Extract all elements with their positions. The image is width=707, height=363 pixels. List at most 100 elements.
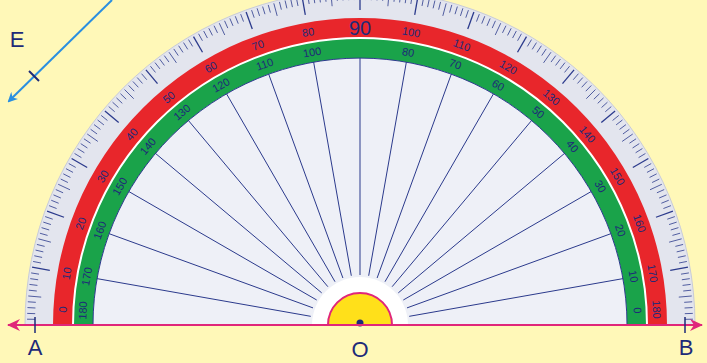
tick-mark xyxy=(331,0,332,6)
tick-mark xyxy=(319,0,321,2)
tick-mark xyxy=(53,195,60,198)
baseline-right xyxy=(680,324,702,326)
tick-mark xyxy=(422,0,424,6)
tick-mark xyxy=(137,78,142,84)
tick-mark xyxy=(466,10,469,18)
tick-mark xyxy=(508,28,512,35)
point-label: B xyxy=(679,337,694,359)
green-scale-band xyxy=(73,38,647,325)
inner-face xyxy=(93,58,627,325)
tick-mark xyxy=(325,0,327,2)
tick-mark xyxy=(663,206,670,209)
scale-number: 180 xyxy=(77,301,89,320)
degree-ticks xyxy=(27,0,693,325)
tick-mark xyxy=(56,190,63,193)
tick-mark xyxy=(428,0,430,7)
tick-mark xyxy=(164,56,169,62)
tick-mark xyxy=(40,233,48,235)
tick-mark xyxy=(455,7,457,15)
tick-mark xyxy=(518,34,522,41)
tick-mark xyxy=(179,46,183,53)
tick-mark xyxy=(47,211,64,217)
tick-mark xyxy=(263,7,265,15)
tick-mark xyxy=(354,0,355,1)
tick-mark xyxy=(620,125,626,130)
tick-mark xyxy=(639,153,646,157)
tick-mark xyxy=(602,102,608,107)
tick-mark xyxy=(174,49,178,56)
tick-mark xyxy=(84,139,91,143)
tick-mark xyxy=(586,90,595,99)
tick-mark xyxy=(659,195,666,198)
degree-ray xyxy=(369,62,407,276)
tick-mark xyxy=(194,37,203,53)
tick-mark xyxy=(155,63,160,69)
tick-mark xyxy=(81,144,88,148)
tick-mark xyxy=(682,279,690,280)
tick-mark xyxy=(650,184,662,189)
tick-mark xyxy=(683,290,691,292)
tick-mark xyxy=(415,0,418,15)
tick-mark xyxy=(109,107,115,112)
tick-mark xyxy=(36,250,44,252)
tick-mark xyxy=(105,111,119,123)
degree-ray xyxy=(129,192,317,301)
tick-mark xyxy=(502,26,506,33)
degree-ray xyxy=(392,120,531,286)
tick-mark xyxy=(532,43,536,50)
tick-mark xyxy=(27,319,35,320)
tick-mark xyxy=(188,40,192,47)
tick-mark xyxy=(160,59,165,65)
scale-number: 10 xyxy=(626,270,639,284)
tick-mark xyxy=(214,26,218,33)
tick-mark xyxy=(633,159,649,168)
tick-mark xyxy=(679,296,692,297)
tick-mark xyxy=(495,23,500,35)
degree-ray xyxy=(109,234,313,308)
tick-mark xyxy=(61,179,68,183)
tick-mark xyxy=(246,12,252,29)
tick-mark xyxy=(27,313,35,314)
tick-mark xyxy=(129,85,135,91)
tick-mark xyxy=(476,14,479,21)
tick-mark xyxy=(204,31,208,38)
tick-mark xyxy=(644,164,651,168)
tick-mark xyxy=(209,28,213,35)
tick-mark xyxy=(101,115,107,120)
tick-mark xyxy=(629,139,636,143)
tick-mark xyxy=(371,0,372,1)
tick-mark xyxy=(69,164,76,168)
tick-mark xyxy=(556,59,561,65)
tick-mark xyxy=(285,1,287,9)
degree-ray xyxy=(188,120,327,286)
tick-mark xyxy=(439,2,441,10)
degree-ray xyxy=(269,74,343,278)
tick-mark xyxy=(382,0,384,1)
tick-mark xyxy=(274,3,277,16)
tick-mark xyxy=(388,0,389,6)
tick-mark xyxy=(125,90,134,99)
tick-mark xyxy=(116,98,122,103)
tick-mark xyxy=(577,78,582,84)
degree-ray xyxy=(385,94,494,282)
tick-mark xyxy=(598,98,604,103)
tick-mark xyxy=(560,63,565,69)
tick-mark xyxy=(365,0,366,1)
tick-mark xyxy=(28,301,36,303)
tick-mark xyxy=(27,307,35,308)
tick-mark xyxy=(45,217,53,220)
tick-mark xyxy=(616,120,622,125)
tick-mark xyxy=(146,70,158,84)
tick-mark xyxy=(681,273,689,274)
scale-number: 170 xyxy=(645,263,659,283)
tick-mark xyxy=(671,228,679,230)
tick-mark xyxy=(252,10,255,18)
tick-mark xyxy=(544,52,551,63)
tick-mark xyxy=(582,81,587,87)
degree-ray xyxy=(409,279,623,317)
scale-number: 0 xyxy=(58,306,69,313)
center-ring xyxy=(312,277,408,325)
tick-mark xyxy=(199,34,203,41)
tick-mark xyxy=(586,85,592,91)
tick-mark xyxy=(75,153,82,157)
